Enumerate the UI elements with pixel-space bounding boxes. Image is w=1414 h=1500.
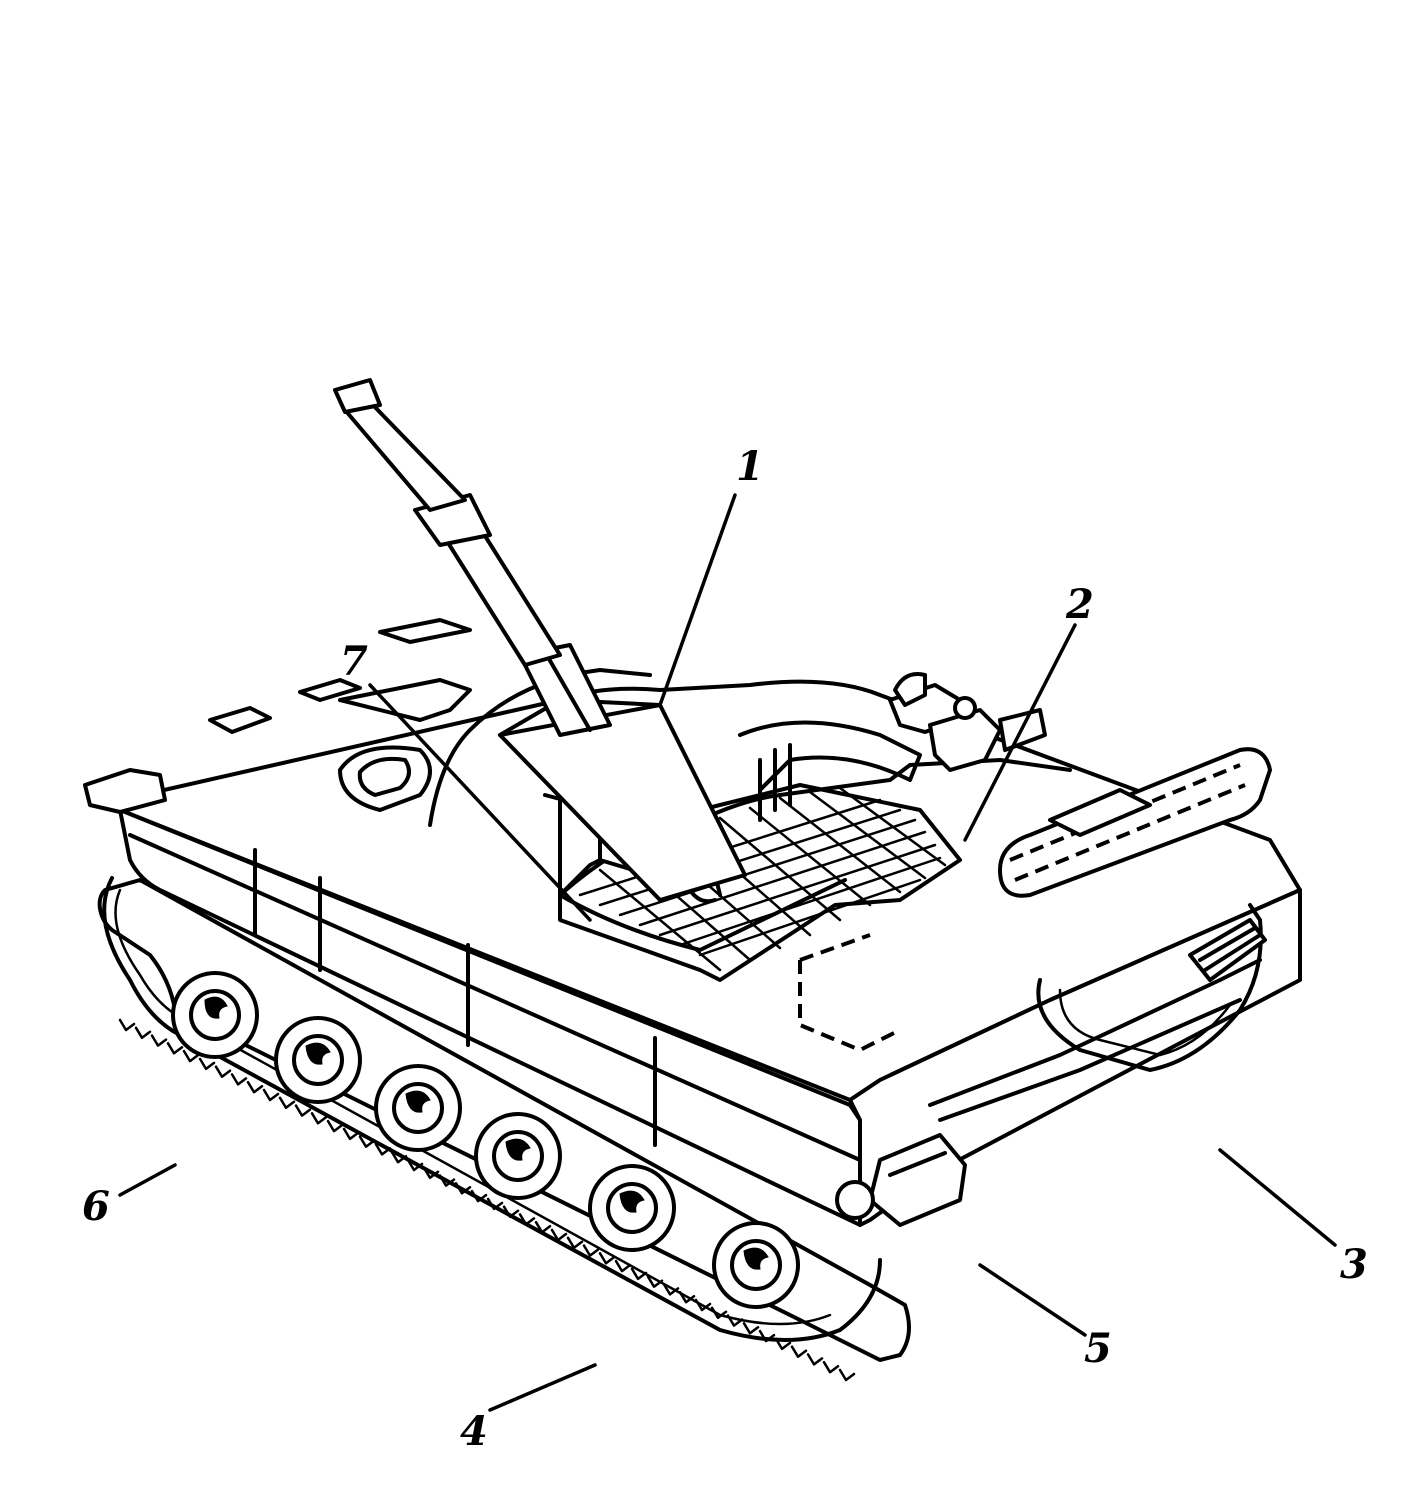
callout-4: 4 xyxy=(460,1408,488,1455)
leader-6 xyxy=(118,1163,177,1197)
road-wheels xyxy=(171,971,800,1309)
road-wheel xyxy=(274,1016,362,1104)
road-wheel xyxy=(374,1064,462,1152)
leader-lines xyxy=(118,493,1337,1412)
leader-4 xyxy=(488,1363,597,1412)
callout-labels: 1 2 3 4 5 6 7 xyxy=(82,443,1368,1455)
road-wheel xyxy=(712,1221,800,1309)
sight-assembly xyxy=(888,672,1047,772)
road-wheel xyxy=(588,1164,676,1252)
hull xyxy=(83,618,1302,1227)
leader-2 xyxy=(963,623,1077,842)
left-track xyxy=(97,876,911,1382)
leader-5 xyxy=(978,1263,1087,1337)
callout-6: 6 xyxy=(82,1183,110,1230)
road-wheel xyxy=(474,1112,562,1200)
callout-5: 5 xyxy=(1084,1325,1112,1372)
leader-7 xyxy=(368,683,592,922)
callout-1: 1 xyxy=(736,443,764,490)
callout-7: 7 xyxy=(340,638,368,685)
right-track xyxy=(835,903,1267,1227)
callout-3: 3 xyxy=(1340,1241,1368,1288)
leader-1 xyxy=(658,493,737,707)
leader-3 xyxy=(1218,1148,1337,1247)
gun-tube xyxy=(333,378,747,902)
callout-2: 2 xyxy=(1065,581,1094,628)
road-wheel xyxy=(171,971,259,1059)
